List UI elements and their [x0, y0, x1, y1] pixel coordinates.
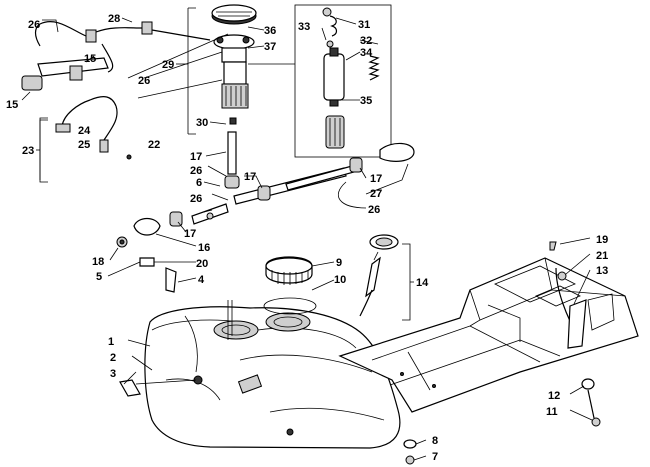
callout-8: 8: [432, 435, 438, 447]
fuel-rail: [21, 21, 211, 91]
callout-18: 18: [92, 256, 104, 268]
callout-22: 22: [148, 139, 160, 151]
callout-33: 33: [298, 21, 310, 33]
fuel-gauge-sender: [359, 234, 399, 317]
callout-16: 16: [198, 242, 210, 254]
callout-26-right: 26: [368, 204, 380, 216]
leader-lines: [21, 7, 593, 461]
callout-30: 30: [196, 117, 208, 129]
callout-15-injector: 15: [6, 99, 18, 111]
callout-19: 19: [596, 234, 608, 246]
callout-26-upper: 26: [190, 165, 202, 177]
fuel-tank: [144, 306, 401, 449]
callout-29: 29: [162, 59, 174, 71]
callout-15-rail: 15: [84, 53, 96, 65]
callout-28: 28: [108, 13, 120, 25]
callout-26-hose: 26: [138, 75, 150, 87]
callout-37: 37: [264, 41, 276, 53]
callout-20: 20: [196, 258, 208, 270]
callout-6: 6: [196, 177, 202, 189]
callout-5: 5: [96, 271, 102, 283]
callout-1: 1: [108, 336, 114, 348]
vent-hose: [549, 241, 601, 427]
callout-10: 10: [334, 274, 346, 286]
callout-14: 14: [416, 277, 429, 289]
belly-pan: [338, 257, 639, 413]
pump-detail-inset: [294, 4, 392, 158]
callout-26-rail: 26: [28, 19, 40, 31]
callout-36: 36: [264, 25, 276, 37]
callout-26-lower: 26: [190, 193, 202, 205]
callout-12: 12: [548, 390, 560, 402]
callout-27: 27: [370, 188, 382, 200]
callout-17-right: 17: [370, 173, 382, 185]
callout-13: 13: [596, 265, 608, 277]
callout-9: 9: [336, 257, 342, 269]
filler-cap: [263, 256, 317, 315]
callout-35: 35: [360, 95, 372, 107]
callout-17-upper: 17: [190, 151, 202, 163]
callout-21: 21: [596, 250, 608, 262]
fuel-lines: [116, 131, 415, 293]
callout-2: 2: [110, 352, 116, 364]
callout-24: 24: [78, 125, 91, 137]
callout-labels: 1 2 3 4 5 6 7 8 9 10 11 12 13 14 15 15 1…: [6, 13, 608, 463]
callout-34: 34: [360, 47, 373, 59]
callout-17-lower: 17: [184, 228, 196, 240]
callout-11: 11: [546, 406, 558, 418]
callout-25: 25: [78, 139, 90, 151]
callout-31: 31: [358, 19, 370, 31]
callout-32: 32: [360, 35, 372, 47]
callout-7: 7: [432, 451, 438, 463]
callout-17-mid: 17: [244, 171, 256, 183]
callout-4: 4: [198, 274, 205, 286]
callout-3: 3: [110, 368, 116, 380]
callout-23: 23: [22, 145, 34, 157]
fuel-pump-assembly: [211, 4, 257, 125]
